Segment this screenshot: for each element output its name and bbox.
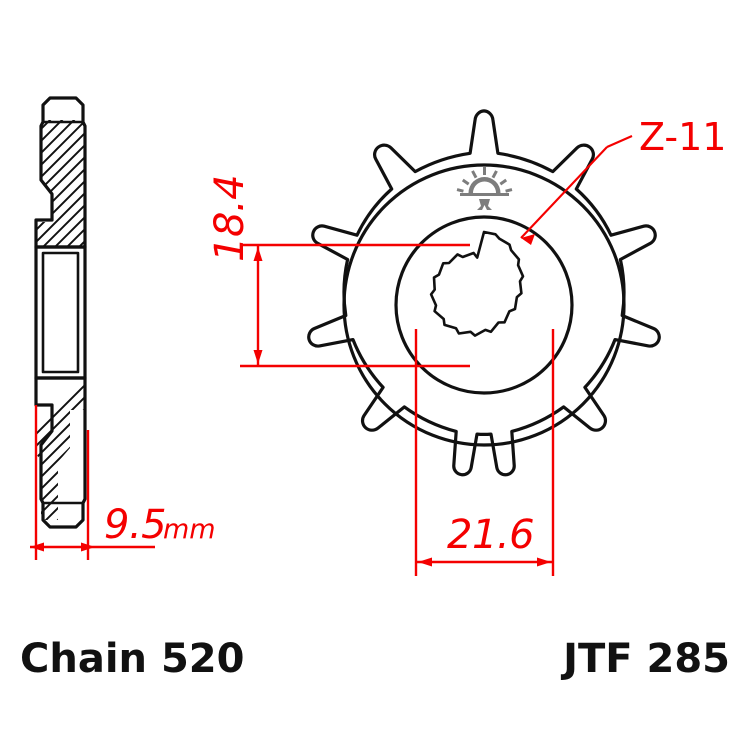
dimension-thickness-9-5mm: 9.5 mm xyxy=(30,405,216,560)
thickness-unit: mm xyxy=(163,514,216,545)
spline-minor-value: 18.4 xyxy=(207,175,253,262)
thickness-value: 9.5 xyxy=(104,502,166,548)
sprocket-teeth-outline xyxy=(307,109,661,477)
section-hatching-lower xyxy=(37,378,84,520)
hub-outer-ring xyxy=(342,163,626,447)
dimension-spline-minor-18-4: 18.4 xyxy=(207,175,470,368)
callout-label: Z-11 xyxy=(639,115,726,159)
cross-section-profile xyxy=(34,96,87,529)
section-hatching-upper xyxy=(37,120,84,248)
sunrise-logo-icon xyxy=(456,167,513,210)
bore-ring xyxy=(394,215,574,395)
internal-spline-profile xyxy=(429,230,525,337)
callout-spline-z11: Z-11 xyxy=(520,115,726,245)
spline-major-value: 21.6 xyxy=(447,512,534,558)
sprocket-front-face xyxy=(307,109,661,477)
part-number-caption: JTF 285 xyxy=(560,636,730,682)
dimension-spline-major-21-6: 21.6 xyxy=(414,329,555,576)
chain-caption: Chain 520 xyxy=(20,636,244,682)
